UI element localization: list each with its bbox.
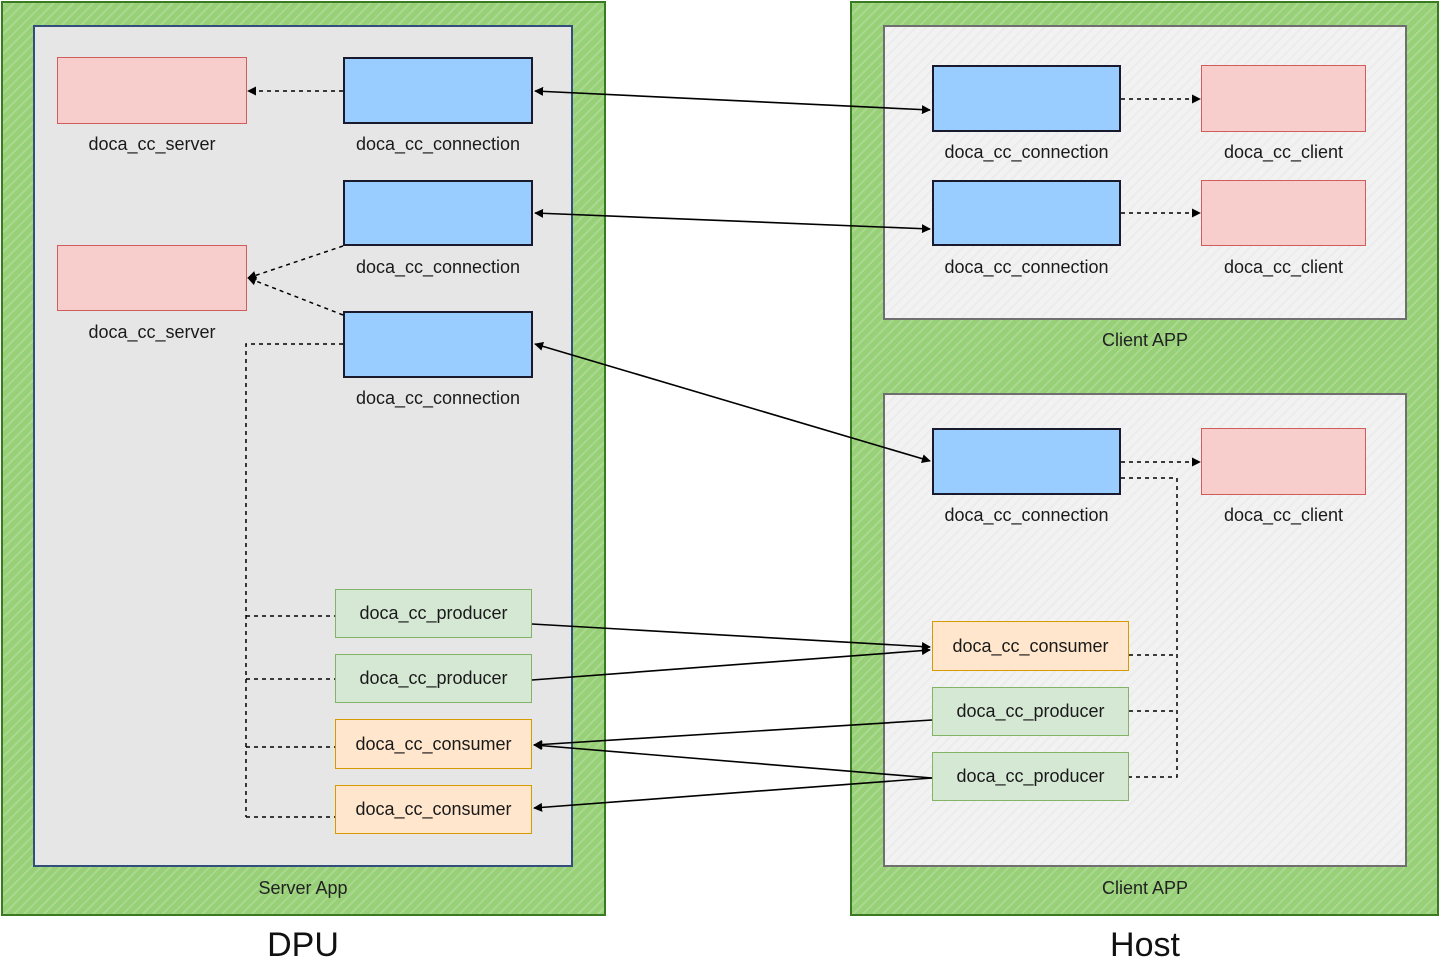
host-connection-block-1: [932, 65, 1121, 132]
dpu-connection-label-2: doca_cc_connection: [355, 257, 521, 277]
dpu-producer-2: doca_cc_producer: [335, 654, 532, 703]
client-block-1: [1201, 65, 1366, 132]
client-label-1: doca_cc_client: [1223, 142, 1344, 162]
dashed-hconn3-tree: [1121, 477, 1178, 778]
server-app-label: Server App: [258, 878, 348, 898]
host-producer-1-label: doca_cc_producer: [956, 701, 1105, 721]
client-block-3: [1201, 428, 1366, 495]
host-producer-1: doca_cc_producer: [932, 687, 1129, 736]
dpu-connection-block-2: [343, 180, 533, 246]
dpu-connection-block-3: [343, 311, 533, 378]
dpu-producer-2-label: doca_cc_producer: [359, 668, 508, 688]
host-caption: Host: [1110, 926, 1180, 964]
dashed-conn3-to-server2: [247, 276, 344, 316]
link-host-producer1-to-dpu-consumer1: [533, 719, 933, 749]
dpu-consumer-2-label: doca_cc_consumer: [355, 799, 512, 819]
client-label-3: doca_cc_client: [1223, 505, 1344, 525]
dpu-consumer-1-label: doca_cc_consumer: [355, 733, 512, 754]
client-app-2-label: Client APP: [1101, 878, 1189, 898]
client-app-1-label: Client APP: [1101, 330, 1189, 350]
host-connection-label-3: doca_cc_connection: [944, 505, 1109, 525]
host-connection-block-2: [932, 180, 1121, 246]
host-connection-label-2: doca_cc_connection: [944, 257, 1109, 277]
server-label-2: doca_cc_server: [88, 322, 216, 342]
host-connection-block-3: [932, 428, 1121, 495]
link-host-producer2-to-dpu-consumer1: [533, 741, 933, 779]
link-dpu-producer2-to-host-consumer: [531, 646, 931, 681]
dpu-consumer-1: doca_cc_consumer: [335, 719, 532, 769]
dpu-consumer-2: doca_cc_consumer: [335, 785, 532, 834]
link-conn-1: [534, 86, 931, 115]
dashed-conn3-tree: [245, 343, 343, 817]
host-connection-label-1: doca_cc_connection: [944, 142, 1109, 162]
dashed-conn2-to-server2: [247, 245, 344, 280]
dpu-connection-block-1: [343, 57, 533, 124]
dpu-producer-1-label: doca_cc_producer: [359, 603, 508, 623]
link-conn-2: [534, 208, 931, 234]
link-conn-3: [534, 341, 931, 464]
server-block-1: [57, 57, 247, 124]
dpu-producer-1: doca_cc_producer: [335, 589, 532, 638]
dpu-connection-label-3: doca_cc_connection: [355, 388, 521, 408]
host-consumer-label: doca_cc_consumer: [952, 635, 1109, 656]
dpu-caption: DPU: [267, 926, 339, 964]
link-host-producer2-to-dpu-consumer2: [533, 777, 933, 812]
client-block-2: [1201, 180, 1366, 246]
dpu-connection-label-1: doca_cc_connection: [355, 134, 521, 154]
host-consumer: doca_cc_consumer: [932, 621, 1129, 671]
client-label-2: doca_cc_client: [1223, 257, 1344, 277]
server-block-2: [57, 245, 247, 311]
link-dpu-producer1-to-host-consumer: [531, 623, 931, 652]
host-producer-2: doca_cc_producer: [932, 752, 1129, 801]
server-label-1: doca_cc_server: [88, 134, 216, 154]
host-producer-2-label: doca_cc_producer: [956, 766, 1105, 786]
